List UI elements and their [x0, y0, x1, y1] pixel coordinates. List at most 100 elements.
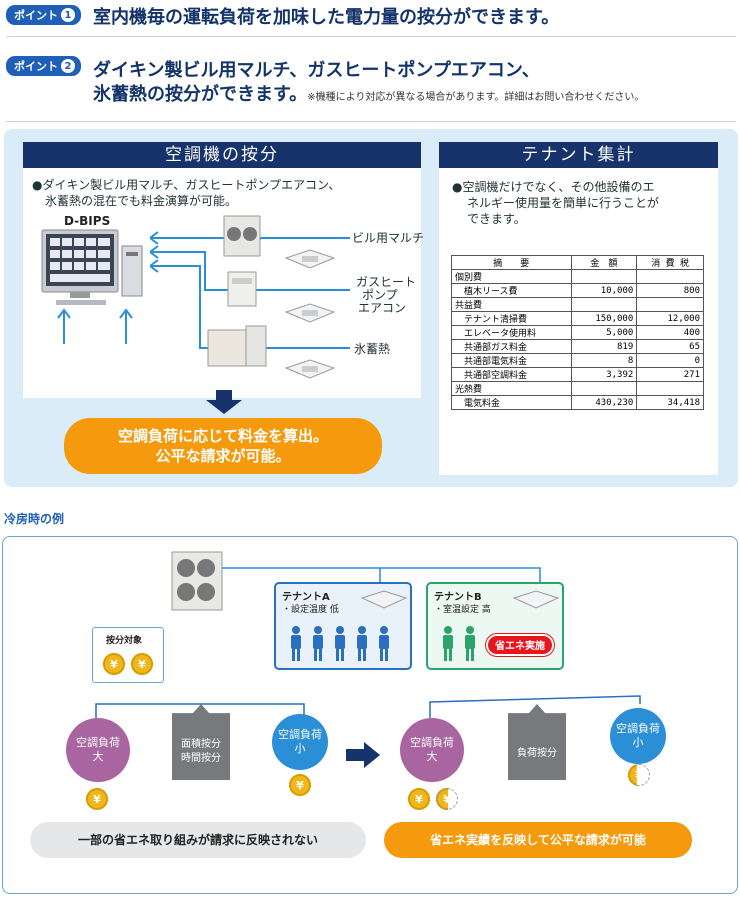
allocation-method-label: 時間按分	[181, 753, 221, 764]
table-cell	[636, 381, 704, 396]
unit-label-ice-storage: 氷蓄熱	[354, 342, 391, 356]
table-cell: 150,000	[570, 311, 638, 326]
tenant-bullet-3: できます。	[467, 212, 526, 226]
tenant-a-title: テナントA	[282, 592, 330, 603]
allocation-target-label: 按分対象	[106, 636, 143, 646]
yen-coin-icon: ¥	[103, 653, 125, 675]
indoor-cassette-icon	[284, 249, 336, 269]
point-badge-number: 1	[61, 8, 75, 22]
allocation-target-box	[92, 627, 164, 683]
large-load-circle: 空調負荷 大	[66, 718, 130, 782]
table-cell: 10,000	[570, 283, 638, 298]
yen-coin-icon: ¥	[289, 774, 311, 796]
circle-label: 小	[294, 742, 306, 755]
point-2-text-line1: ダイキン製ビル用マルチ、ガスヒートポンプエアコン、	[93, 60, 540, 81]
tenant-b-title: テナントB	[434, 592, 482, 603]
table-cell: 819	[570, 339, 638, 354]
allocation-bullet: ●ダイキン製ビル用マルチ、ガスヒートポンプエアコン、	[32, 178, 341, 192]
circle-label: 大	[426, 750, 438, 763]
dbips-label: D-BIPS	[64, 214, 111, 228]
circle-label: 空調負荷	[410, 736, 454, 749]
table-cell	[636, 269, 704, 284]
cooling-example-frame	[2, 536, 738, 894]
table-cell: 5,000	[570, 325, 638, 340]
indoor-cassette-icon	[284, 303, 336, 323]
table-header: 消 費 税	[636, 255, 704, 270]
partial-yen-coin-icon: ¥	[628, 764, 637, 786]
small-load-circle: 空調負荷 小	[610, 708, 666, 764]
table-cell: 800	[636, 283, 704, 298]
result-pill: 空調負荷に応じて料金を算出。 公平な請求が可能。	[64, 418, 382, 474]
indoor-cassette-icon	[360, 590, 408, 609]
table-cell	[570, 269, 638, 284]
table-cell	[636, 297, 704, 312]
table-header: 金 額	[570, 255, 638, 270]
outdoor-unit-connection	[171, 551, 541, 611]
indoor-cassette-icon	[284, 359, 336, 379]
table-cell: 共通部電気料金	[451, 353, 572, 368]
table-cell: テナント清掃費	[451, 311, 572, 326]
table-row: 光熱費	[451, 381, 704, 396]
table-cell: 電気料金	[451, 395, 572, 410]
point-2-text-line2: 氷蓄熱の按分ができます。	[93, 84, 308, 105]
table-row: 共益費	[451, 297, 704, 312]
circle-label: 大	[92, 750, 104, 763]
right-arrow-icon	[346, 742, 380, 768]
allocation-method-label: 面積按分	[181, 739, 221, 750]
fair-result-pill: 省エネ実績を反映して公平な請求が可能	[384, 822, 692, 858]
people-icon-group	[291, 626, 389, 661]
section-label: 冷房時の例	[4, 512, 65, 526]
divider	[6, 36, 736, 37]
circle-label: 空調負荷	[616, 722, 660, 735]
table-row: 個別費	[451, 269, 704, 284]
point-badge-2: ポイント 2	[6, 56, 81, 76]
tenant-a-setting: ・設定温度 低	[282, 605, 339, 615]
point-1-text: 室内機毎の運転負荷を加味した電力量の按分ができます。	[93, 7, 560, 28]
divider	[6, 121, 736, 122]
table-cell: 34,418	[636, 395, 704, 410]
point-badge-number: 2	[61, 59, 75, 73]
table-header: 摘 要	[451, 255, 572, 270]
table-cell: 共益費	[451, 297, 572, 312]
allocation-bullet-2: 氷蓄熱の混在でも料金演算が可能。	[45, 194, 238, 208]
table-cell: 個別費	[451, 269, 572, 284]
allocation-title: 空調機の按分	[23, 142, 421, 168]
table-cell: 3,392	[570, 367, 638, 382]
people-icon-group	[443, 626, 475, 661]
table-cell: 植木リース費	[451, 283, 572, 298]
coin-outline	[436, 788, 458, 810]
table-cell: 400	[636, 325, 704, 340]
gas-heat-pump-icon	[227, 271, 257, 307]
point-badge-label: ポイント	[14, 60, 58, 73]
bracket-line	[429, 695, 641, 718]
eco-badge: 省エネ実施	[486, 634, 554, 656]
result-line-1: 空調負荷に応じて料金を算出。	[117, 427, 328, 445]
small-load-circle: 空調負荷 小	[272, 714, 328, 770]
table-cell: 271	[636, 367, 704, 382]
tenant-title: テナント集計	[439, 142, 718, 168]
outdoor-unit-icon	[223, 215, 261, 257]
ice-storage-icon	[207, 325, 267, 367]
unit-label-gas-heat: ガスヒート	[356, 275, 417, 289]
circle-label: 空調負荷	[76, 736, 120, 749]
yen-coin-icon: ¥	[408, 788, 430, 810]
computer-icon	[41, 229, 143, 305]
table-cell: 0	[636, 353, 704, 368]
table-cell: 12,000	[636, 311, 704, 326]
result-line-2: 公平な請求が可能。	[155, 447, 291, 465]
point-badge-label: ポイント	[14, 9, 58, 22]
unit-label-pump: ポンプ	[362, 288, 398, 302]
indoor-cassette-icon	[512, 590, 560, 609]
area-time-allocation: 面積按分 時間按分	[172, 704, 230, 780]
unfair-result-pill: 一部の省エネ取り組みが請求に反映されない	[30, 822, 366, 858]
point-2-note: ※機種により対応が異なる場合があります。詳細はお問い合わせください。	[307, 92, 645, 103]
table-cell: 光熱費	[451, 381, 572, 396]
table-cell: 共通部空調料金	[451, 367, 572, 382]
